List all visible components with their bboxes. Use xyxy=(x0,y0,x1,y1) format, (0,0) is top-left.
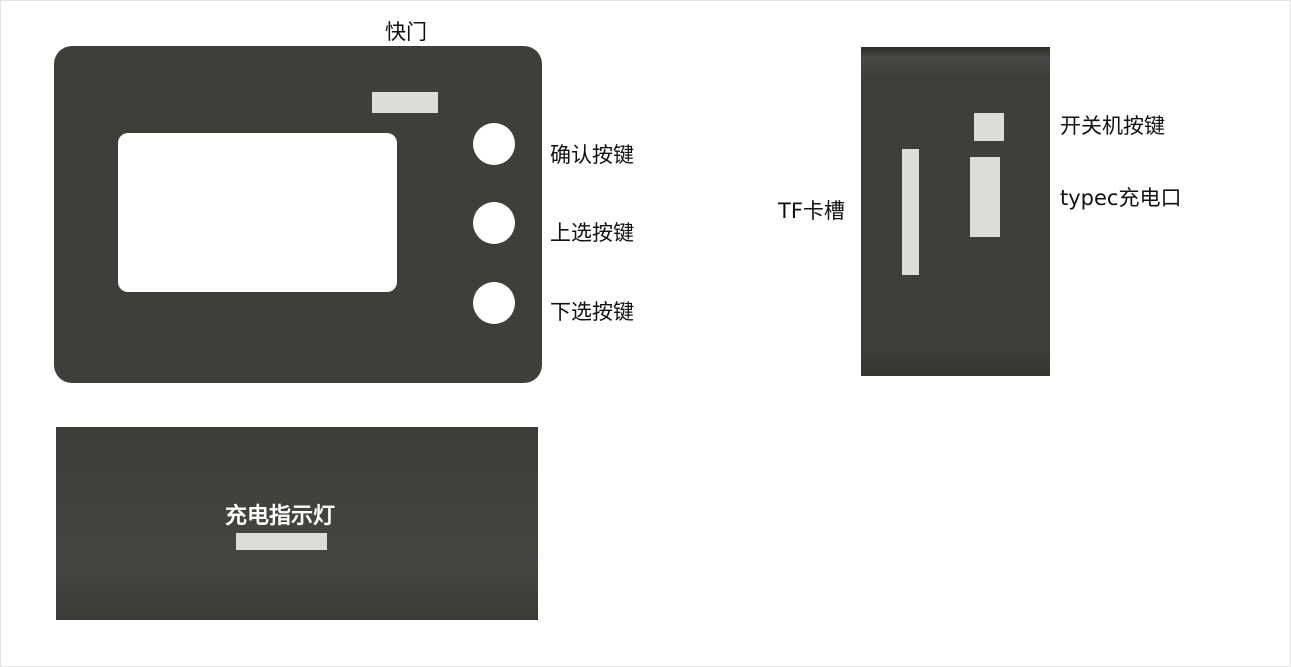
power-button xyxy=(974,113,1004,141)
down-button xyxy=(473,282,515,324)
down-key-label: 下选按键 xyxy=(550,300,634,324)
charge-indicator-light xyxy=(236,533,327,550)
typec-port xyxy=(970,157,1000,237)
up-key-label: 上选按键 xyxy=(550,221,634,245)
side-panel xyxy=(861,47,1050,376)
tf-slot-label: TF卡槽 xyxy=(778,199,845,223)
screen xyxy=(118,133,397,292)
tf-card-slot xyxy=(902,149,919,275)
up-button xyxy=(473,202,515,244)
confirm-key-label: 确认按键 xyxy=(550,143,634,167)
typec-port-label: typec充电口 xyxy=(1060,186,1182,210)
power-key-label: 开关机按键 xyxy=(1060,114,1165,138)
shutter-label: 快门 xyxy=(385,20,427,44)
shutter-button xyxy=(372,92,438,113)
front-panel xyxy=(54,46,542,383)
bottom-panel: 充电指示灯 xyxy=(56,427,538,620)
confirm-button xyxy=(473,123,515,165)
charge-indicator-label: 充电指示灯 xyxy=(225,504,336,529)
